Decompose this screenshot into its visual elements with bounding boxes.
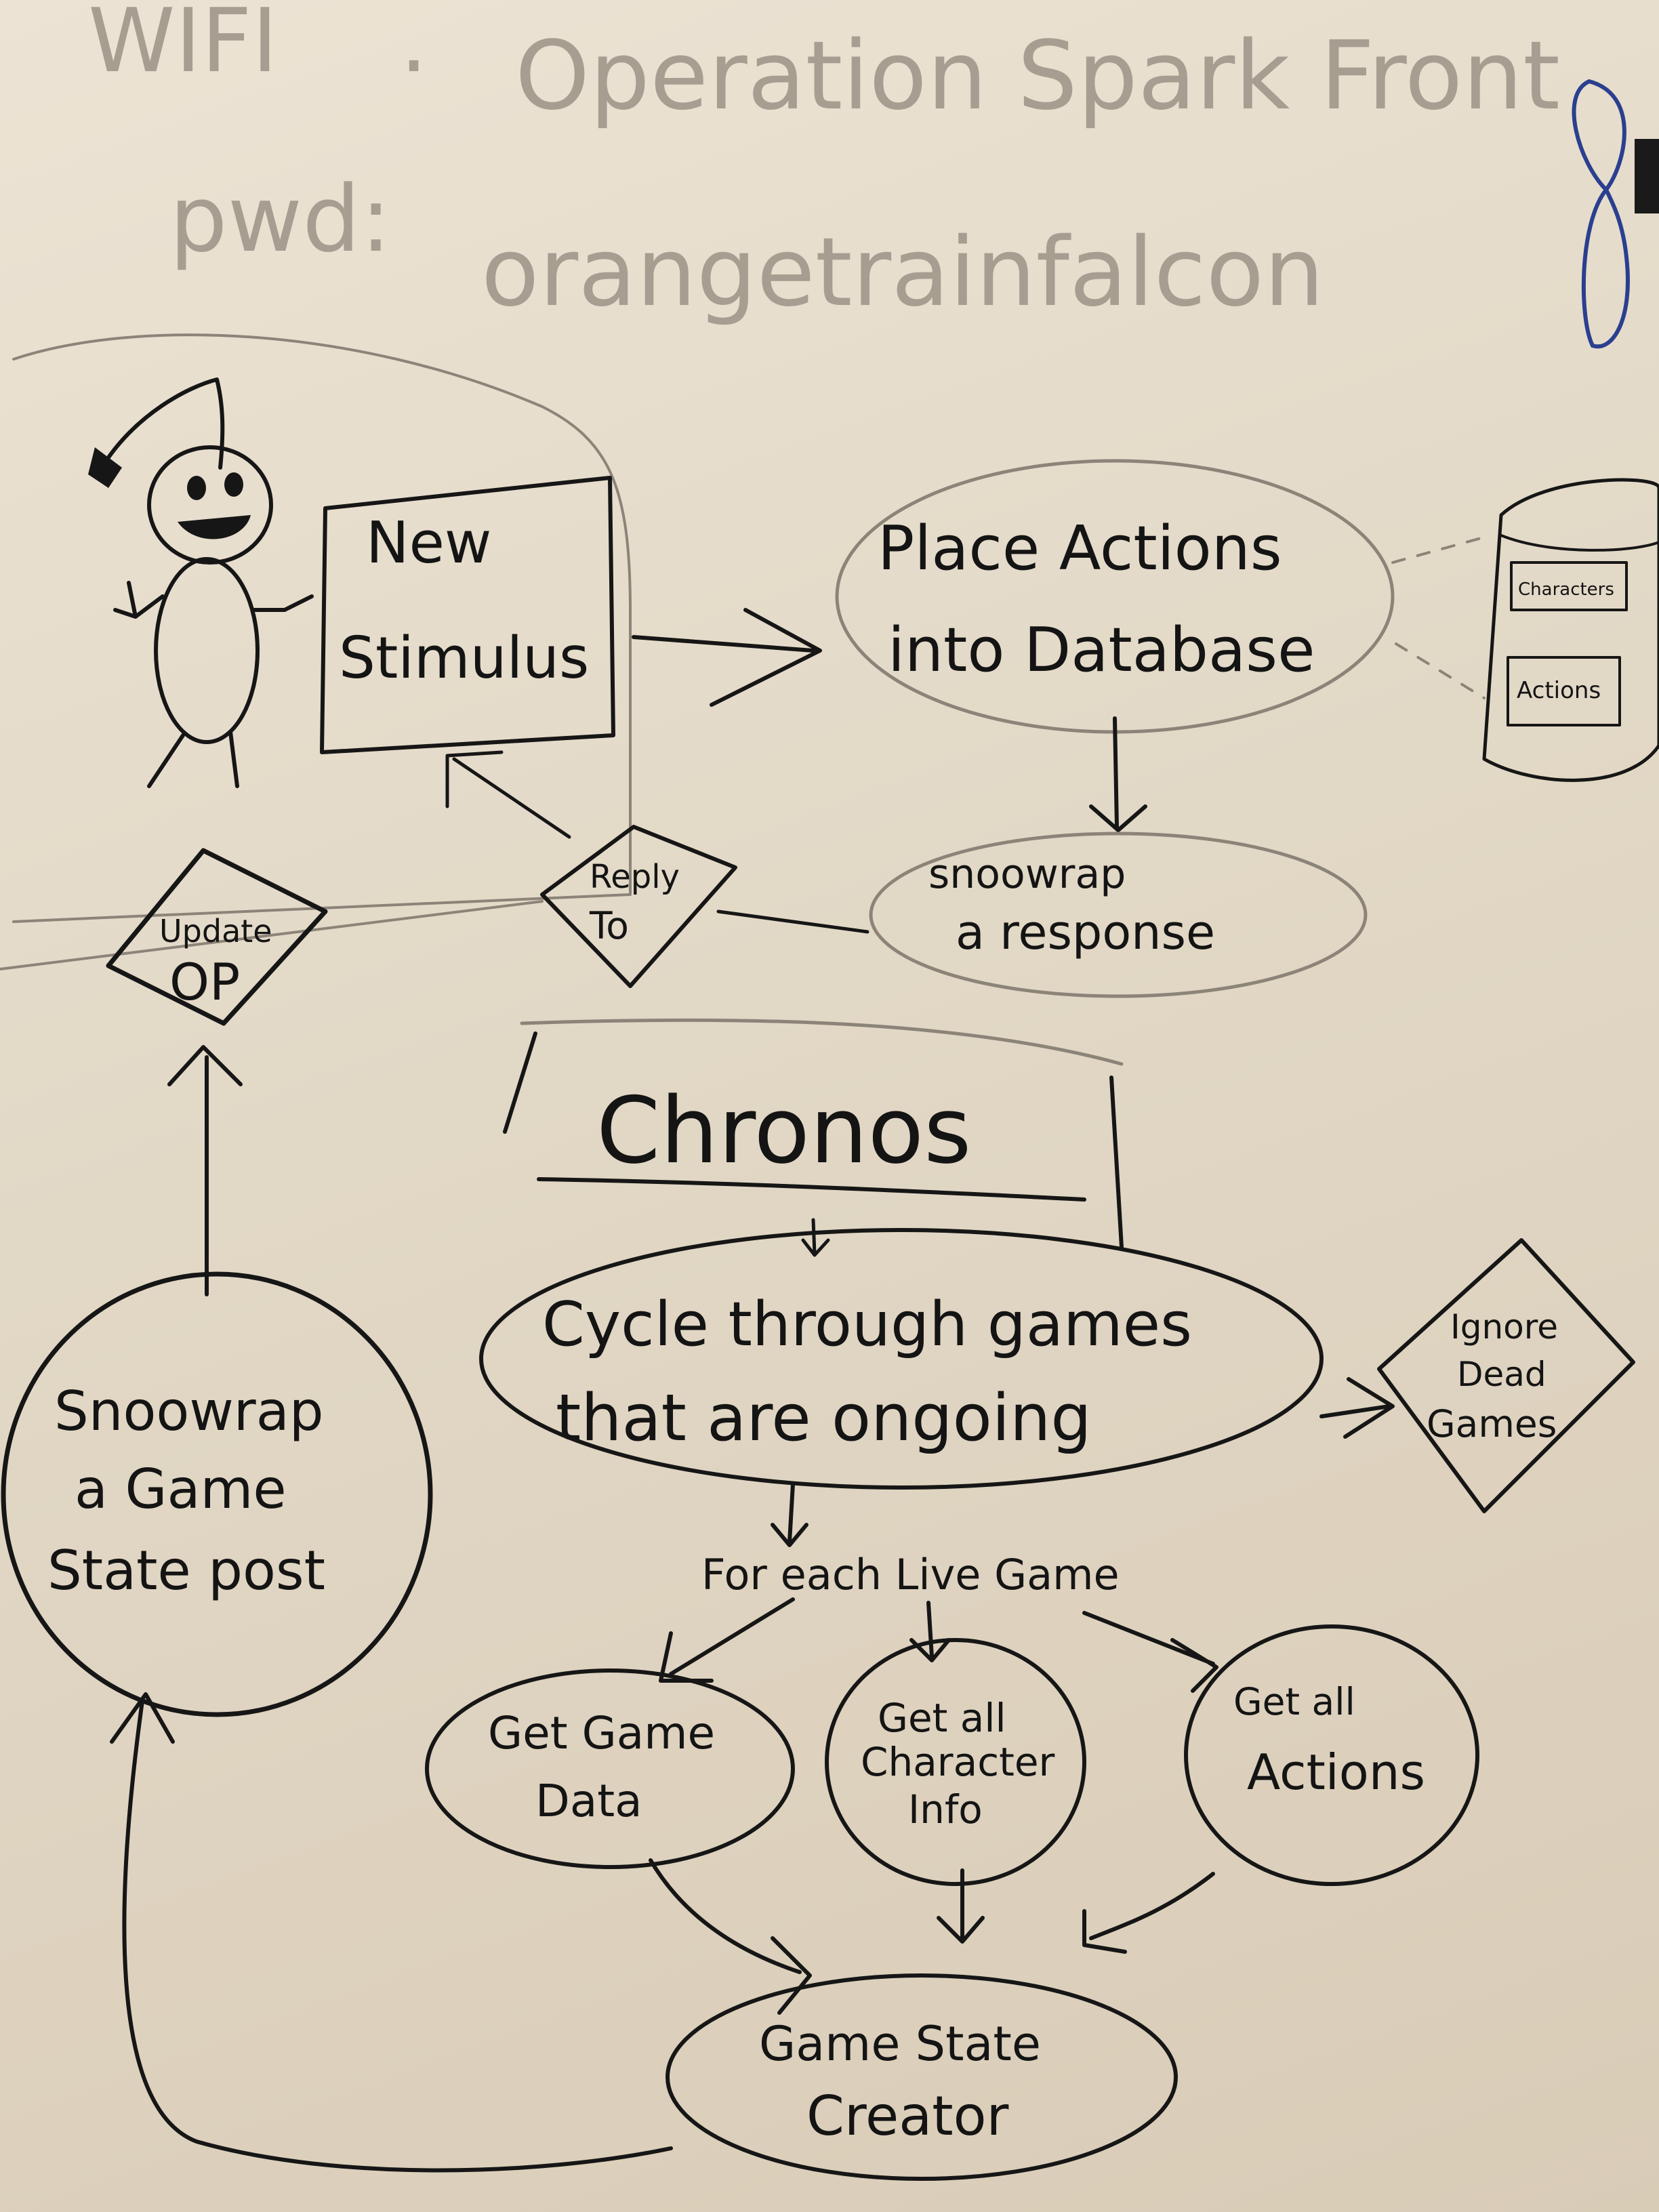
new-stimulus-line2: Stimulus xyxy=(339,625,589,692)
get-actions-line1: Get all xyxy=(1233,1680,1355,1723)
update-op-line1: Update xyxy=(159,913,272,949)
cycle-games-line1: Cycle through games xyxy=(542,1289,1192,1360)
game-state-creator-line2: Creator xyxy=(806,2085,1009,2148)
arrow-gamestate-to-update xyxy=(167,1045,243,1296)
arrow-foreach-to-gamedata xyxy=(659,1597,795,1683)
game-state-creator-line1: Game State xyxy=(759,2016,1041,2072)
wifi-header: WIFI . Operation Spark Front pwd: orange… xyxy=(88,0,1560,328)
snoowrap-response-line2: a response xyxy=(956,905,1215,960)
wifi-separator: . xyxy=(400,0,428,92)
arrow-cycle-to-foreach xyxy=(771,1482,808,1547)
reply-to-line2: To xyxy=(589,904,629,947)
arrow-database-to-response xyxy=(1089,716,1147,832)
update-op-node: Update OP xyxy=(106,848,328,1026)
chronos-node: Chronos xyxy=(503,1018,1124,1249)
ignore-dead-line1: Ignore xyxy=(1450,1307,1558,1347)
get-game-data-node: Get Game Data xyxy=(425,1668,795,1869)
for-each-label: For each Live Game xyxy=(701,1550,1120,1599)
arrow-reply-to-stimulus xyxy=(445,750,571,839)
new-stimulus-node: New Stimulus xyxy=(320,476,615,754)
get-game-data-line2: Data xyxy=(535,1775,642,1827)
wifi-label: WIFI xyxy=(88,0,278,92)
new-stimulus-line1: New xyxy=(366,510,491,577)
arrow-chronos-to-cycle xyxy=(801,1218,830,1257)
get-actions-node: Get all Actions xyxy=(1184,1624,1479,1886)
dashed-db-links xyxy=(1391,534,1492,699)
arrow-creator-to-gamestate xyxy=(110,1692,673,2173)
arrow-foreach-to-characters xyxy=(909,1601,951,1662)
place-actions-line1: Place Actions xyxy=(878,513,1282,584)
arrow-foreach-to-actions xyxy=(1082,1611,1218,1693)
arrow-gamedata-to-creator xyxy=(649,1858,812,2015)
arrow-cycle-to-ignore xyxy=(1319,1377,1395,1439)
get-character-info-line1: Get all xyxy=(878,1695,1006,1741)
marker-cap xyxy=(1635,139,1659,213)
get-game-data-line1: Get Game xyxy=(488,1707,715,1759)
divider-line xyxy=(0,900,544,970)
arrow-characters-to-creator xyxy=(937,1868,985,1944)
get-character-info-line2: Character xyxy=(861,1739,1055,1785)
ignore-dead-line3: Games xyxy=(1427,1402,1557,1446)
ignore-dead-line2: Dead xyxy=(1457,1355,1547,1394)
game-state-creator-node: Game State Creator xyxy=(665,1973,1178,2181)
snoowrap-game-state-line3: State post xyxy=(47,1539,325,1602)
snoowrap-game-state-node: Snoowrap a Game State post xyxy=(1,1271,433,1717)
db-table-actions: Actions xyxy=(1517,677,1601,704)
pwd-label: pwd: xyxy=(169,166,391,272)
network-name: Operation Spark Front xyxy=(515,21,1560,131)
ignore-dead-node: Ignore Dead Games xyxy=(1377,1238,1635,1513)
stimulus-region-outline xyxy=(12,333,632,923)
get-character-info-line3: Info xyxy=(908,1786,983,1832)
chronos-title: Chronos xyxy=(596,1078,971,1184)
get-character-info-node: Get all Character Info xyxy=(825,1638,1086,1886)
stick-figure xyxy=(88,377,314,788)
snoowrap-response-node: snoowrap a response xyxy=(869,832,1368,998)
arrow-actions-to-creator xyxy=(1082,1872,1215,1954)
snoowrap-response-line1: snoowrap xyxy=(928,851,1126,898)
cycle-games-node: Cycle through games that are ongoing xyxy=(479,1228,1324,1490)
place-actions-line2: into Database xyxy=(888,615,1315,686)
db-table-characters: Characters xyxy=(1518,579,1614,600)
blue-marker-scribble xyxy=(1572,79,1630,349)
database-cylinder: Characters Actions xyxy=(1482,478,1659,782)
reply-to-line1: Reply xyxy=(590,858,680,896)
reply-to-node: Reply To xyxy=(540,825,737,988)
get-actions-line2: Actions xyxy=(1247,1744,1425,1801)
arrow-stimulus-to-database xyxy=(632,608,822,707)
snoowrap-game-state-line2: a Game xyxy=(75,1458,287,1521)
password-value: orangetrainfalcon xyxy=(481,218,1324,328)
place-actions-node: Place Actions into Database xyxy=(835,459,1395,734)
line-response-to-reply xyxy=(716,909,869,934)
update-op-line2: OP xyxy=(169,952,240,1012)
snoowrap-game-state-line1: Snoowrap xyxy=(54,1380,324,1443)
cycle-games-line2: that are ongoing xyxy=(556,1381,1092,1456)
